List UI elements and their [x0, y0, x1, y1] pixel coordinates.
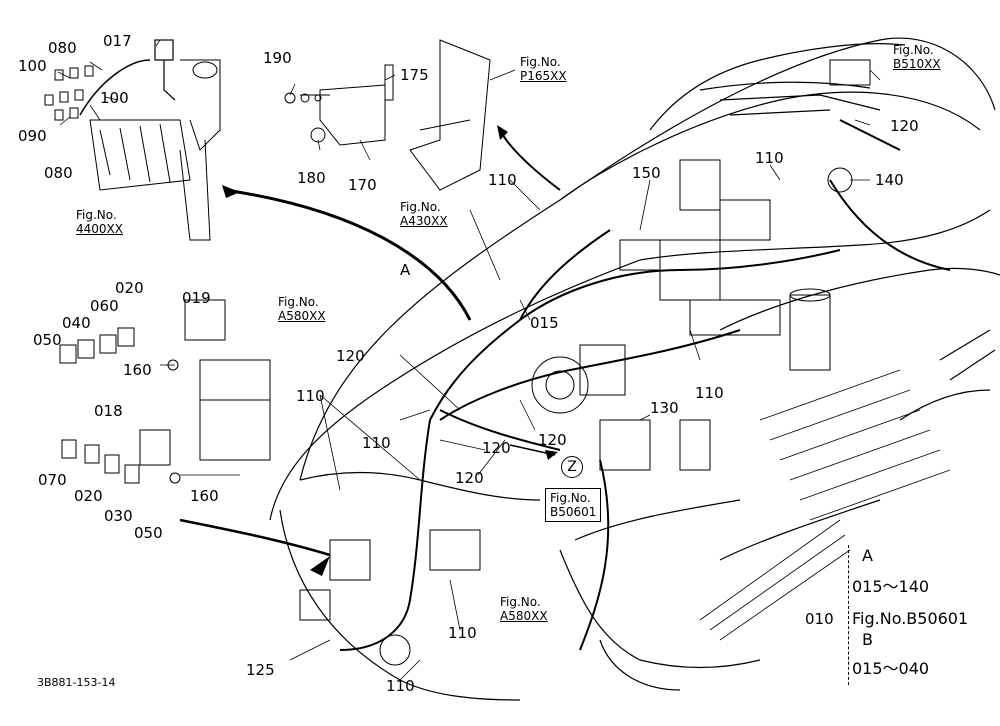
- engine-components: [299, 59, 871, 666]
- part-label-110: 110: [755, 149, 784, 167]
- fig-ref-a580: Fig.No. A580XX: [500, 595, 548, 623]
- part-label-060: 060: [90, 297, 119, 315]
- part-label-019: 019: [182, 289, 211, 307]
- part-label-150: 150: [632, 164, 661, 182]
- part-label-110: 110: [695, 384, 724, 402]
- fig-ref-b50601: Fig.No. B50601: [545, 488, 602, 522]
- fig-ref-4400: Fig.No. 4400XX: [76, 208, 123, 236]
- part-label-170: 170: [348, 176, 377, 194]
- part-label-090: 090: [18, 127, 47, 145]
- fig-ref-a580: Fig.No. A580XX: [278, 295, 326, 323]
- legend-b-letter: B: [862, 630, 873, 649]
- arrow-head: [497, 125, 508, 140]
- fig-ref-number: 4400XX: [76, 222, 123, 236]
- part-label-140: 140: [875, 171, 904, 189]
- part-label-010: 010: [805, 610, 834, 628]
- fig-ref-prefix: Fig.No.: [893, 43, 934, 57]
- part-label-160: 160: [123, 361, 152, 379]
- part-label-110: 110: [488, 171, 517, 189]
- part-label-130: 130: [650, 399, 679, 417]
- callout-marker-z: Z: [561, 456, 583, 478]
- part-label-120: 120: [336, 347, 365, 365]
- legend-fig-ref: Fig.No.B50601: [852, 609, 969, 628]
- fig-ref-prefix: Fig.No.: [278, 295, 319, 309]
- part-label-120: 120: [538, 431, 567, 449]
- legend-a-letter: A: [862, 546, 873, 565]
- fig-ref-b510: Fig.No. B510XX: [893, 43, 941, 71]
- drawing-code: 3B881-153-14: [37, 676, 116, 689]
- relay-box-a580: [59, 299, 271, 484]
- fig-ref-prefix: Fig.No.: [550, 491, 591, 505]
- part-label-100: 100: [18, 57, 47, 75]
- part-label-110: 110: [296, 387, 325, 405]
- part-label-080: 080: [48, 39, 77, 57]
- arrow-head: [222, 185, 240, 198]
- arrow-head: [545, 450, 558, 460]
- part-label-110: 110: [362, 434, 391, 452]
- part-label-040: 040: [62, 314, 91, 332]
- fig-ref-number: A430XX: [400, 214, 448, 228]
- fig-ref-number: A580XX: [500, 609, 548, 623]
- part-label-050: 050: [33, 331, 62, 349]
- side-vent: [699, 369, 951, 641]
- callout-marker-a: A: [400, 261, 411, 279]
- fig-ref-number: A580XX: [278, 309, 326, 323]
- part-label-080: 080: [44, 164, 73, 182]
- part-label-110: 110: [386, 677, 415, 695]
- leader-lines: [57, 39, 881, 681]
- legend-bracket: [848, 545, 857, 685]
- part-label-125: 125: [246, 661, 275, 679]
- part-label-120: 120: [482, 439, 511, 457]
- fig-ref-prefix: Fig.No.: [500, 595, 541, 609]
- fig-ref-prefix: Fig.No.: [76, 208, 117, 222]
- part-label-015: 015: [530, 314, 559, 332]
- fig-ref-prefix: Fig.No.: [520, 55, 561, 69]
- part-label-175: 175: [400, 66, 429, 84]
- fig-ref-p165: Fig.No. P165XX: [520, 55, 567, 83]
- part-label-100: 100: [100, 89, 129, 107]
- part-label-018: 018: [94, 402, 123, 420]
- part-label-030: 030: [104, 507, 133, 525]
- fig-ref-number: B50601: [550, 505, 597, 519]
- fig-ref-number: P165XX: [520, 69, 567, 83]
- fig-ref-number: B510XX: [893, 57, 941, 71]
- engine-cover-line: [649, 43, 906, 131]
- front-grill: [279, 509, 521, 701]
- arrow-head: [310, 556, 330, 576]
- part-label-120: 120: [890, 117, 919, 135]
- part-label-017: 017: [103, 32, 132, 50]
- part-label-050: 050: [134, 524, 163, 542]
- part-label-120: 120: [455, 469, 484, 487]
- bracket-4400: [89, 59, 221, 241]
- part-label-180: 180: [297, 169, 326, 187]
- fig-ref-a430: Fig.No. A430XX: [400, 200, 448, 228]
- part-label-110: 110: [448, 624, 477, 642]
- hood-outline: [299, 37, 996, 481]
- part-label-020: 020: [115, 279, 144, 297]
- part-label-070: 070: [38, 471, 67, 489]
- fig-ref-prefix: Fig.No.: [400, 200, 441, 214]
- bracket-p165: [284, 39, 491, 191]
- harness-wires: [339, 119, 951, 651]
- fuse-icons: [44, 65, 94, 121]
- legend-a-range: 015～140: [852, 577, 930, 596]
- part-label-020: 020: [74, 487, 103, 505]
- part-label-190: 190: [263, 49, 292, 67]
- legend-b-range: 015～040: [852, 659, 930, 678]
- part-label-160: 160: [190, 487, 219, 505]
